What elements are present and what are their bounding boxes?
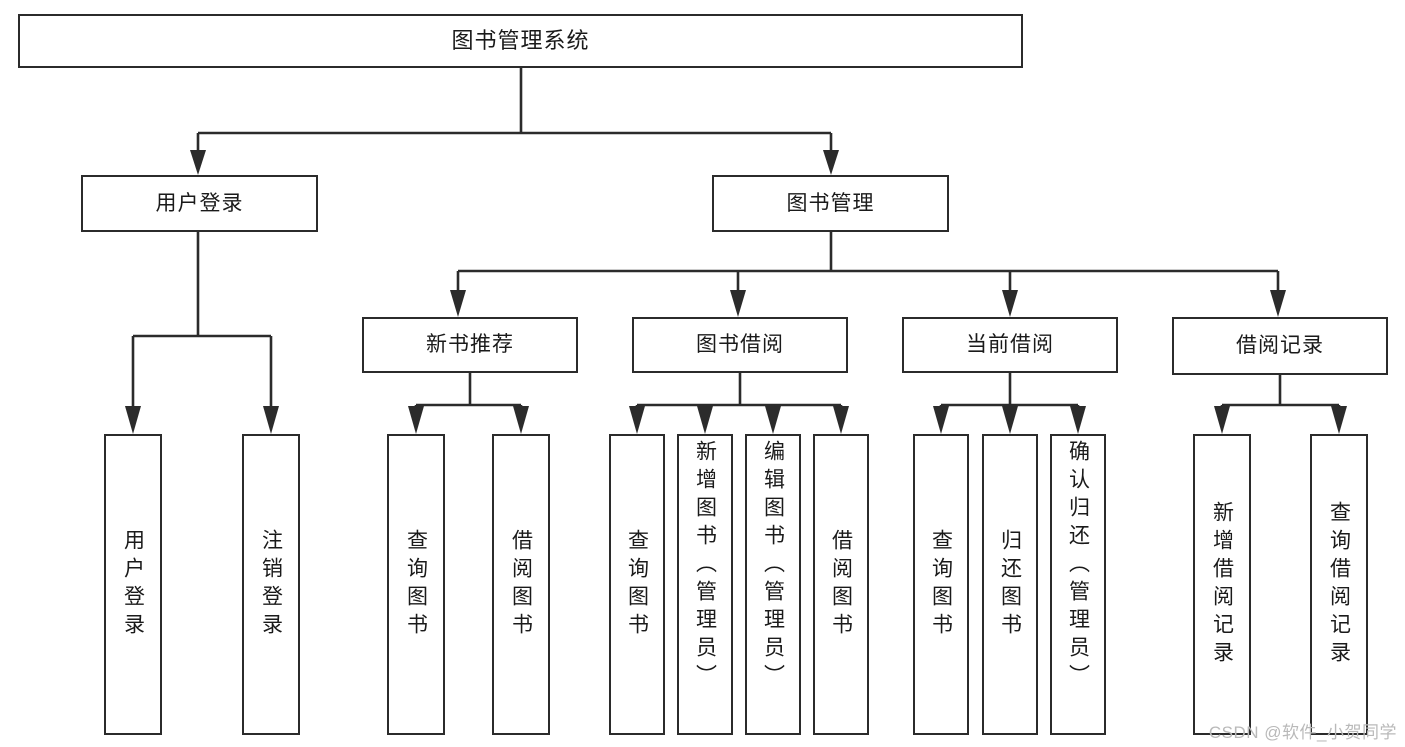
node-root-book-management-system[interactable]: 图书管理系统 xyxy=(18,14,1023,68)
arrow-newbook-leaf-1 xyxy=(408,406,424,434)
node-borrow-record[interactable]: 借阅记录 xyxy=(1172,317,1388,375)
arrow-currentborrow-leaf-2 xyxy=(1002,406,1018,434)
node-current-borrow[interactable]: 当前借阅 xyxy=(902,317,1118,373)
arrow-bookmgmt-to-bookborrow xyxy=(730,290,746,317)
arrow-userlogin-leaf-2 xyxy=(263,406,279,434)
leaf-logout[interactable]: 注销登录 xyxy=(242,434,300,735)
arrow-bookmgmt-to-newbook xyxy=(450,290,466,317)
leaf-return-book[interactable]: 归还图书 xyxy=(982,434,1038,735)
leaf-confirm-return-admin[interactable]: 确认归还（管理员） xyxy=(1050,434,1106,735)
arrow-bookborrow-leaf-2 xyxy=(697,406,713,434)
arrow-root-to-userlogin xyxy=(190,150,206,175)
leaf-borrow-book-newbook[interactable]: 借阅图书 xyxy=(492,434,550,735)
leaf-borrow-book[interactable]: 借阅图书 xyxy=(813,434,869,735)
leaf-query-book-newbook[interactable]: 查询图书 xyxy=(387,434,445,735)
node-new-book-recommend[interactable]: 新书推荐 xyxy=(362,317,578,373)
arrow-currentborrow-leaf-1 xyxy=(933,406,949,434)
arrow-newbook-leaf-2 xyxy=(513,406,529,434)
leaf-query-book-borrow[interactable]: 查询图书 xyxy=(609,434,665,735)
leaf-query-book-current[interactable]: 查询图书 xyxy=(913,434,969,735)
leaf-add-borrow-record[interactable]: 新增借阅记录 xyxy=(1193,434,1251,735)
arrow-root-to-bookmgmt xyxy=(823,150,839,175)
arrow-userlogin-leaf-1 xyxy=(125,406,141,434)
arrow-currentborrow-leaf-3 xyxy=(1070,406,1086,434)
leaf-add-book-admin[interactable]: 新增图书（管理员） xyxy=(677,434,733,735)
node-book-borrow[interactable]: 图书借阅 xyxy=(632,317,848,373)
arrow-borrowrecord-leaf-1 xyxy=(1214,406,1230,434)
arrow-bookmgmt-to-borrowrecord xyxy=(1270,290,1286,317)
node-user-login[interactable]: 用户登录 xyxy=(81,175,318,232)
arrow-bookborrow-leaf-4 xyxy=(833,406,849,434)
arrow-borrowrecord-leaf-2 xyxy=(1331,406,1347,434)
leaf-query-borrow-record[interactable]: 查询借阅记录 xyxy=(1310,434,1368,735)
arrow-bookborrow-leaf-1 xyxy=(629,406,645,434)
leaf-edit-book-admin[interactable]: 编辑图书（管理员） xyxy=(745,434,801,735)
arrow-bookborrow-leaf-3 xyxy=(765,406,781,434)
node-book-management[interactable]: 图书管理 xyxy=(712,175,949,232)
arrow-bookmgmt-to-currentborrow xyxy=(1002,290,1018,317)
leaf-user-login[interactable]: 用户登录 xyxy=(104,434,162,735)
